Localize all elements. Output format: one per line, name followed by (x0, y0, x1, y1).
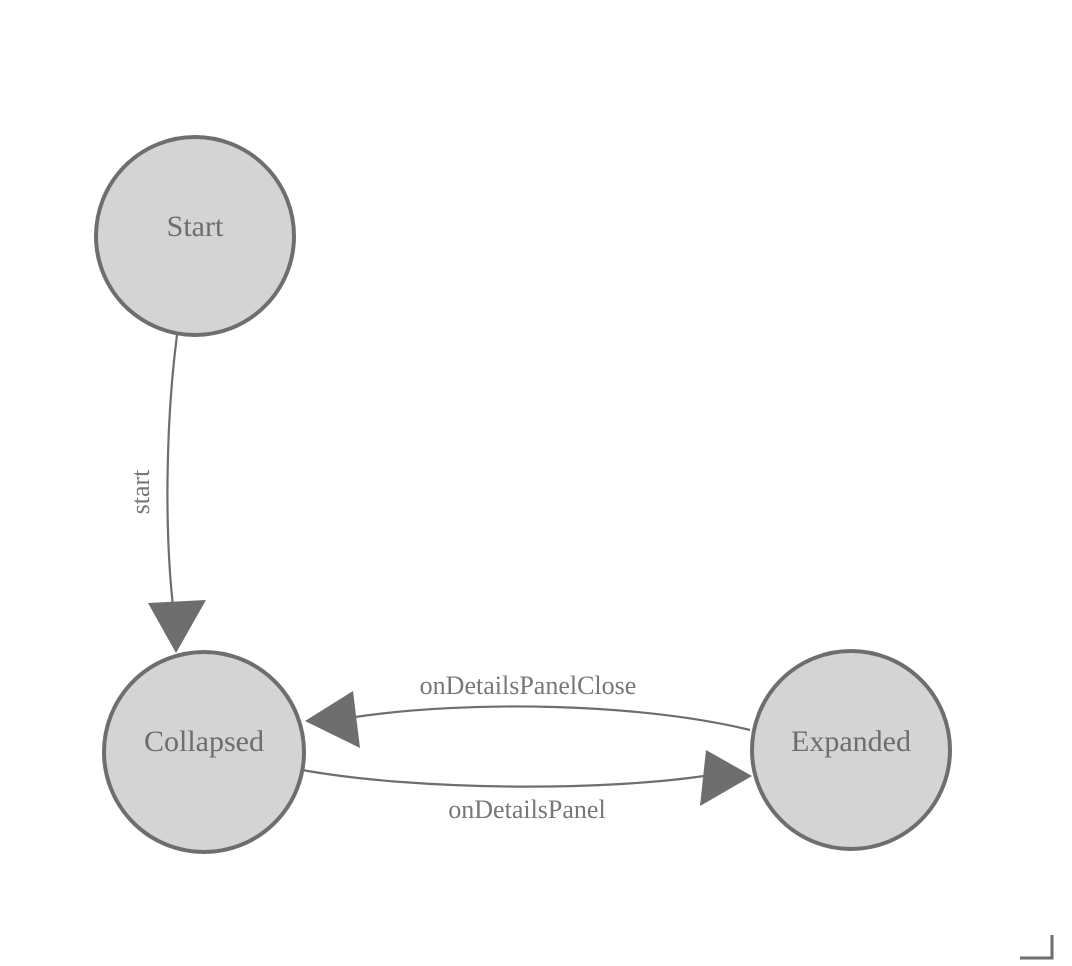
edge-start-to-collapsed[interactable]: start (126, 334, 206, 653)
arrowhead-start-to-collapsed (148, 600, 206, 653)
edge-label-start: start (126, 469, 155, 515)
edges-layer: start onDetailsPanelClose onDetailsPanel (126, 334, 752, 824)
edge-expanded-to-collapsed[interactable]: onDetailsPanelClose (305, 671, 751, 748)
node-collapsed-circle (102, 650, 306, 854)
node-collapsed[interactable]: Collapsed (102, 650, 306, 854)
edge-path-expanded-to-collapsed (354, 705, 751, 732)
edge-path-collapsed-to-expanded (301, 768, 705, 788)
node-start-label: Start (167, 210, 224, 243)
node-start[interactable]: Start (94, 135, 296, 337)
node-collapsed-label: Collapsed (144, 725, 264, 758)
arrowhead-collapsed-to-expanded (700, 750, 752, 806)
node-expanded[interactable]: Expanded (750, 649, 952, 851)
bottom-right-corner-mark (1020, 935, 1054, 960)
edge-path-start-to-collapsed (166, 334, 179, 631)
node-expanded-label: Expanded (791, 725, 911, 758)
edge-label-on-details-panel-close: onDetailsPanelClose (420, 671, 637, 700)
edge-label-on-details-panel: onDetailsPanel (448, 795, 605, 824)
nodes-layer: Start Collapsed Expanded (94, 135, 952, 854)
arrowhead-expanded-to-collapsed (305, 691, 360, 748)
node-expanded-circle (750, 649, 952, 851)
node-start-circle (94, 135, 296, 337)
edge-collapsed-to-expanded[interactable]: onDetailsPanel (301, 750, 752, 824)
